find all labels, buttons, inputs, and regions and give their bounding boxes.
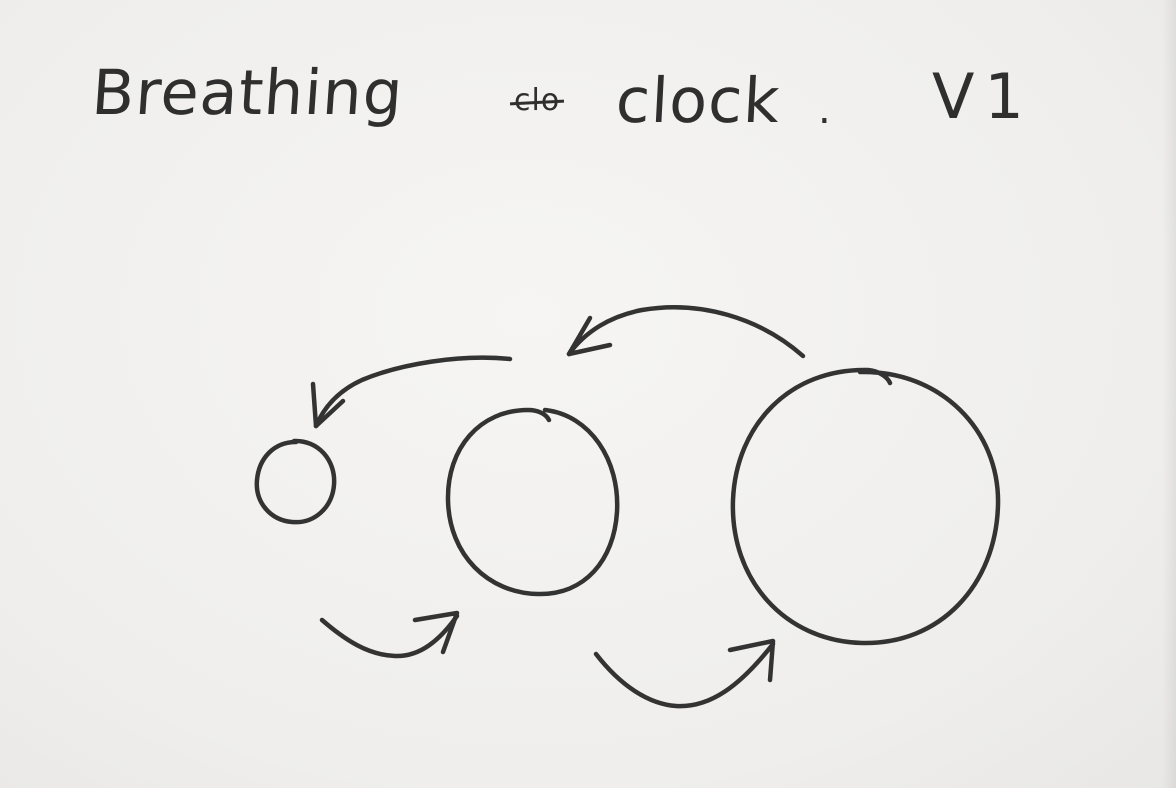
arrow-large-to-medium <box>566 305 806 359</box>
title-period: . <box>818 87 832 133</box>
circle-large <box>730 367 1001 646</box>
paper-edge-shadow <box>1162 0 1176 788</box>
circle-medium <box>445 407 620 597</box>
circle-small <box>254 438 337 525</box>
arrow-medium-to-large-head <box>727 638 776 683</box>
title-struck-out-word: clo <box>514 83 561 118</box>
arrow-large-to-medium-head <box>566 315 613 357</box>
arrow-small-to-medium <box>319 613 460 659</box>
title-version: V1 <box>932 60 1034 133</box>
arrow-medium-to-small-head <box>310 381 346 429</box>
arrow-medium-to-large <box>593 641 776 709</box>
sketch-title: Breathing clo clock . V1 <box>0 0 1176 160</box>
arrow-small-to-medium-head <box>412 610 460 655</box>
arrow-medium-to-small <box>313 355 513 429</box>
